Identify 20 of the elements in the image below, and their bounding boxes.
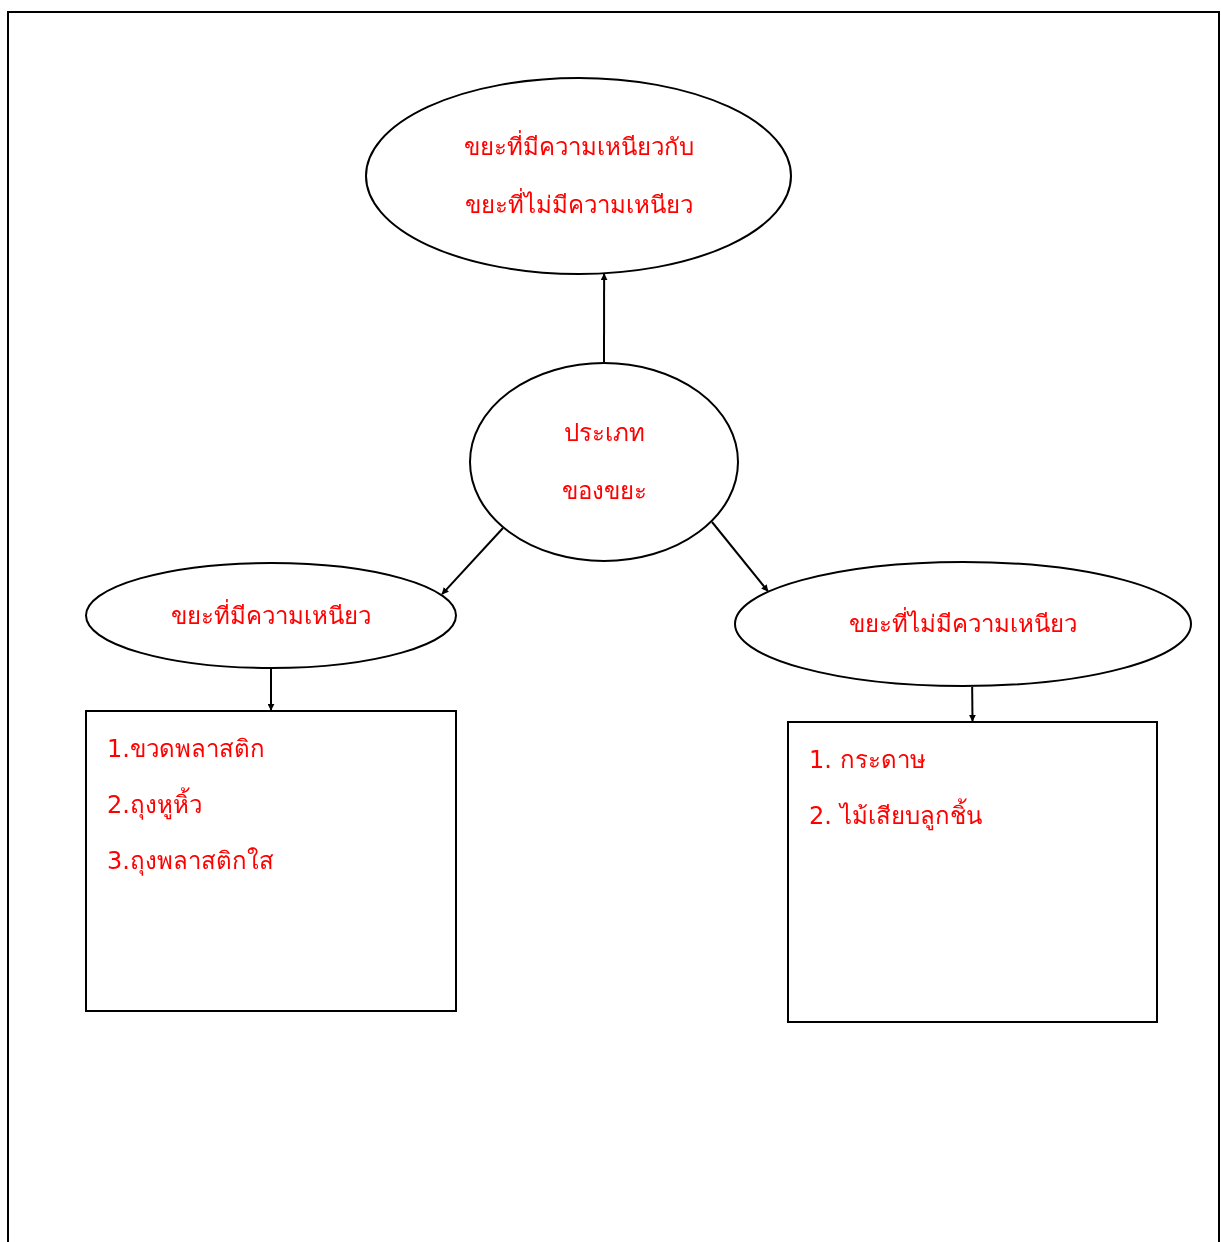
list-item: 2. ไม้เสียบลูกชิ้น (809, 797, 982, 835)
list-item: 2.ถุงหูหิ้ว (107, 786, 202, 824)
arrow (711, 521, 769, 593)
arrow (600, 273, 608, 363)
node-label: ขยะที่มีความเหนียวกับขยะที่ไม่มีความเหนียว (428, 118, 729, 234)
list-box (85, 710, 457, 1012)
ellipse-node (85, 562, 457, 669)
node-label: ประเภทของขยะ (560, 418, 648, 507)
ellipse-node (365, 77, 792, 275)
ellipse-node (734, 561, 1192, 687)
arrow (267, 668, 275, 711)
node-label: ขยะที่ไม่มีความเหนียว (849, 595, 1077, 653)
list-box (787, 721, 1158, 1023)
list-item: 3.ถุงพลาสติกใส (107, 846, 274, 878)
list-item: 1. กระดาษ (809, 745, 926, 776)
ellipse-node (469, 362, 739, 562)
arrow (441, 527, 504, 596)
node-label: ขยะที่มีความเหนียว (171, 598, 371, 632)
arrow (968, 686, 976, 722)
list-item: 1.ขวดพลาสติก (107, 734, 265, 765)
